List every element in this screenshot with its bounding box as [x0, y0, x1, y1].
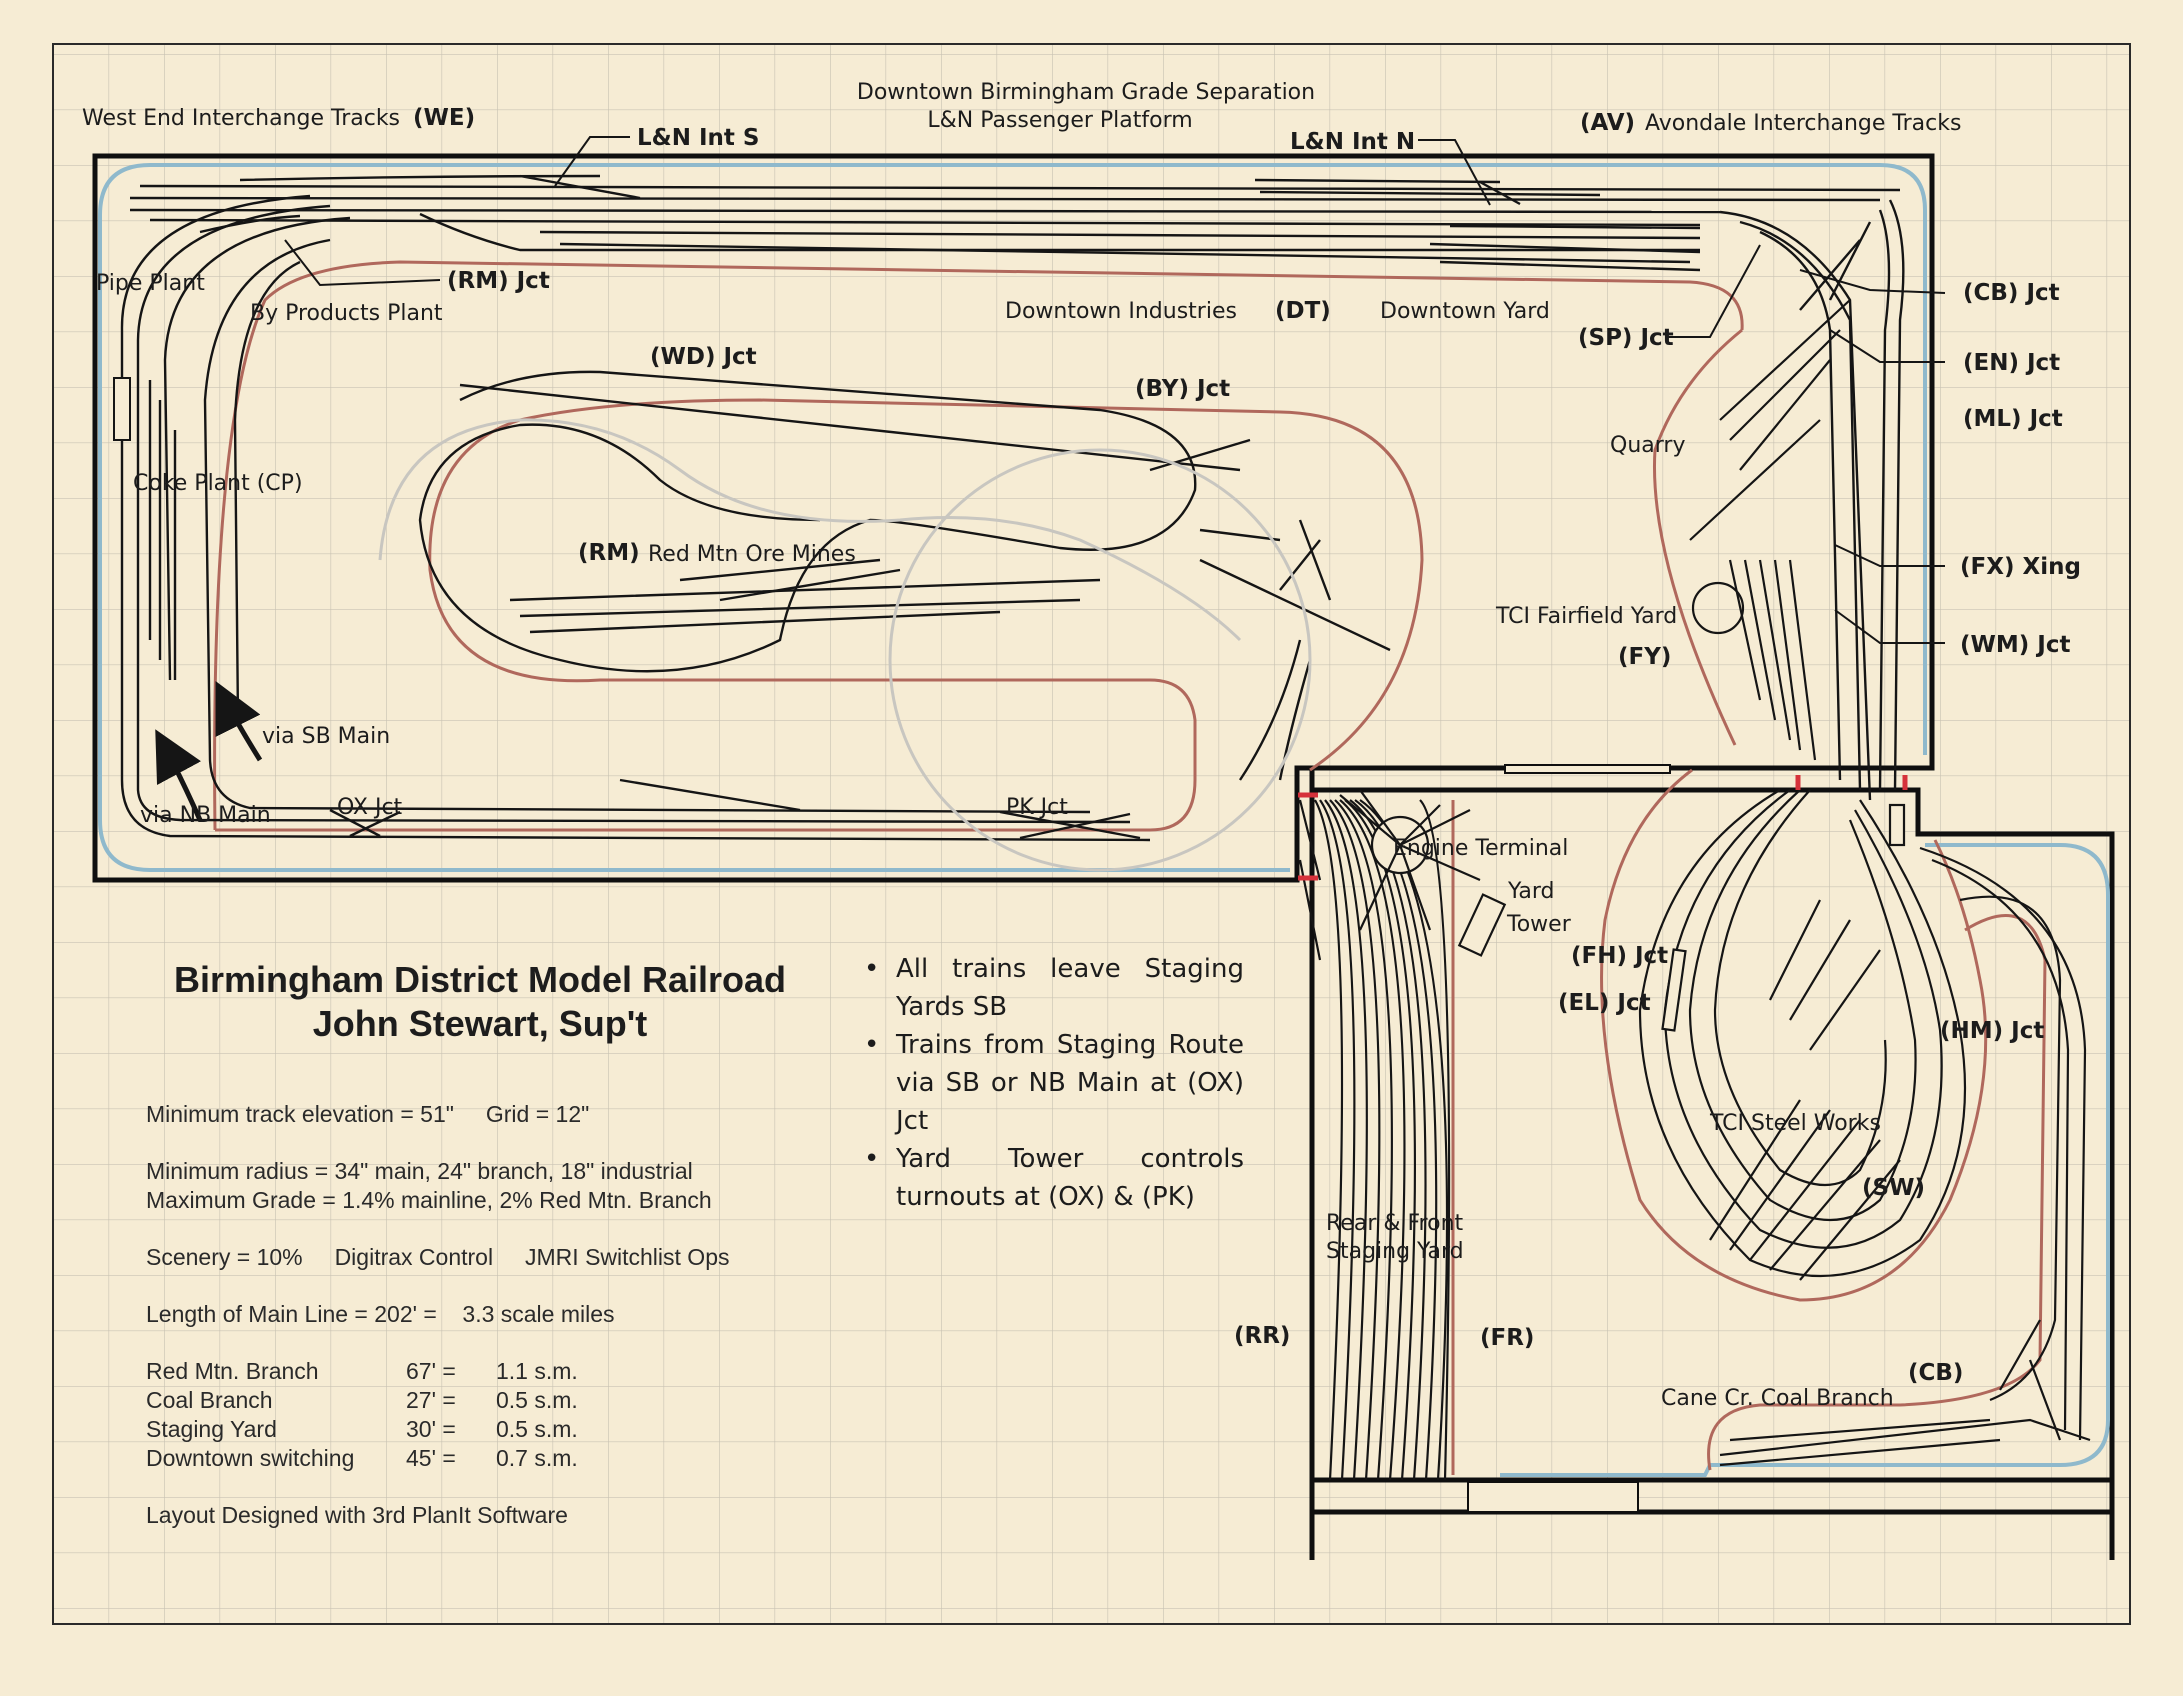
coal-branch-tracks	[1719, 846, 2091, 1467]
label-fr: (FR)	[1480, 1325, 1534, 1351]
label-tci-fairfield: TCI Fairfield Yard	[1495, 604, 1677, 629]
layout-title: Birmingham District Model Railroad	[173, 959, 787, 1000]
label-cb-jct: (CB) Jct	[1963, 280, 2060, 306]
label-we-code: (WE)	[413, 105, 475, 131]
label-downtown-industries: Downtown Industries	[1005, 299, 1237, 324]
label-ox-jct: OX Jct	[337, 795, 403, 820]
label-avondale: Avondale Interchange Tracks	[1645, 111, 1961, 136]
label-ml-jct: (ML) Jct	[1963, 406, 2063, 432]
engine-terminal	[1339, 789, 1507, 957]
label-rm-jct-top: (RM) Jct	[447, 268, 550, 294]
label-wm-jct: (WM) Jct	[1960, 632, 2070, 658]
label-wd-jct: (WD) Jct	[650, 344, 757, 370]
diagram-labels: Downtown Birmingham Grade Separation L&N…	[82, 80, 2081, 1411]
spec-main-line: Length of Main Line = 202' = 3.3 scale m…	[146, 1301, 615, 1327]
label-dt: (DT)	[1275, 298, 1331, 324]
red-mtn-branch	[213, 260, 2047, 1475]
spec-radius: Minimum radius = 34" main, 24" branch, 1…	[146, 1158, 693, 1184]
label-pipe-plant: Pipe Plant	[96, 271, 205, 296]
label-by-jct: (BY) Jct	[1135, 376, 1230, 402]
note-item: Yard Tower controls turnouts at (OX) & (…	[858, 1140, 1244, 1216]
label-fh-jct: (FH) Jct	[1571, 943, 1668, 969]
fascia-outline	[98, 163, 2110, 1477]
layout-superintendent: John Stewart, Sup't	[312, 1003, 648, 1044]
label-staging-1: Rear & Front	[1326, 1211, 1464, 1236]
leader-lines	[284, 136, 1946, 644]
spec-software: Layout Designed with 3rd PlanIt Software	[146, 1502, 568, 1528]
label-rm-code: (RM)	[578, 540, 640, 566]
steel-works-tracks	[1638, 299, 1967, 1281]
red-mtn-loop	[418, 370, 1391, 812]
title-block: Birmingham District Model Railroad John …	[130, 958, 830, 1046]
spec-grade: Maximum Grade = 1.4% mainline, 2% Red Mt…	[146, 1187, 712, 1213]
note-item: All trains leave Staging Yards SB	[858, 950, 1244, 1026]
label-via-sb: via SB Main	[262, 724, 390, 749]
spec-scenery: Scenery = 10% Digitrax Control JMRI Swit…	[146, 1244, 730, 1270]
left-trunk-tracks	[113, 194, 1151, 842]
length-name: Downtown switching	[146, 1445, 355, 1471]
length-name: Red Mtn. Branch	[146, 1358, 319, 1384]
label-cane-cr: Cane Cr. Coal Branch	[1661, 1386, 1894, 1411]
operating-notes: All trains leave Staging Yards SB Trains…	[858, 950, 1244, 1216]
label-el-jct: (EL) Jct	[1558, 990, 1651, 1016]
label-yard-tower-1: Yard	[1507, 879, 1555, 904]
label-by-products: By Products Plant	[250, 301, 443, 326]
length-miles: 0.5 s.m.	[496, 1416, 578, 1442]
label-sw: (SW)	[1862, 1175, 1925, 1201]
length-name: Coal Branch	[146, 1387, 273, 1413]
length-feet: 67' =	[406, 1358, 456, 1384]
helix-outline	[378, 418, 1312, 872]
label-coke-plant: Coke Plant (CP)	[133, 471, 303, 496]
grid-background	[52, 43, 2131, 1625]
label-quarry: Quarry	[1610, 433, 1685, 458]
label-pk-jct: PK Jct	[1006, 795, 1068, 820]
label-rr: (RR)	[1234, 1323, 1290, 1349]
header-title-2: L&N Passenger Platform	[927, 108, 1192, 133]
label-west-end: West End Interchange Tracks	[82, 106, 400, 131]
benchwork-walls	[92, 153, 2115, 1560]
label-tci-steel: TCI Steel Works	[1709, 1111, 1881, 1136]
label-staging-2: Staging Yard	[1326, 1239, 1464, 1264]
label-av-code: (AV)	[1580, 110, 1635, 136]
specifications: Minimum track elevation = 51" Grid = 12"…	[146, 1100, 730, 1530]
length-feet: 45' =	[406, 1445, 456, 1471]
length-feet: 30' =	[406, 1416, 456, 1442]
benchwork-openings	[1467, 764, 1671, 1513]
label-hm-jct: (HM) Jct	[1940, 1018, 2044, 1044]
boundary-markers	[1298, 775, 1908, 881]
label-yard-tower-2: Tower	[1506, 912, 1572, 937]
label-ln-int-n: L&N Int N	[1290, 129, 1415, 155]
header-title-1: Downtown Birmingham Grade Separation	[857, 80, 1315, 105]
label-red-mtn: Red Mtn Ore Mines	[648, 542, 856, 567]
spec-lengths-table: Red Mtn. Branch 67' = 1.1 s.m. Coal Bran…	[146, 1357, 730, 1473]
length-miles: 1.1 s.m.	[496, 1358, 578, 1384]
travel-arrows	[155, 681, 263, 822]
note-item: Trains from Staging Route via SB or NB M…	[858, 1026, 1244, 1140]
length-feet: 27' =	[406, 1387, 456, 1413]
label-fy: (FY)	[1618, 644, 1671, 670]
label-ln-int-s: L&N Int S	[637, 125, 759, 151]
label-sp-jct: (SP) Jct	[1578, 325, 1674, 351]
spec-elevation: Minimum track elevation = 51" Grid = 12"	[146, 1101, 590, 1127]
label-fx-xing: (FX) Xing	[1960, 554, 2081, 580]
length-miles: 0.7 s.m.	[496, 1445, 578, 1471]
label-cb: (CB)	[1908, 1360, 1963, 1386]
length-name: Staging Yard	[146, 1416, 277, 1442]
label-via-nb: via NB Main	[140, 803, 271, 828]
label-downtown-yard: Downtown Yard	[1380, 299, 1550, 324]
downtown-tracks	[129, 174, 1905, 801]
label-en-jct: (EN) Jct	[1963, 350, 2060, 376]
label-engine-terminal: Engine Terminal	[1393, 836, 1568, 861]
length-miles: 0.5 s.m.	[496, 1387, 578, 1413]
